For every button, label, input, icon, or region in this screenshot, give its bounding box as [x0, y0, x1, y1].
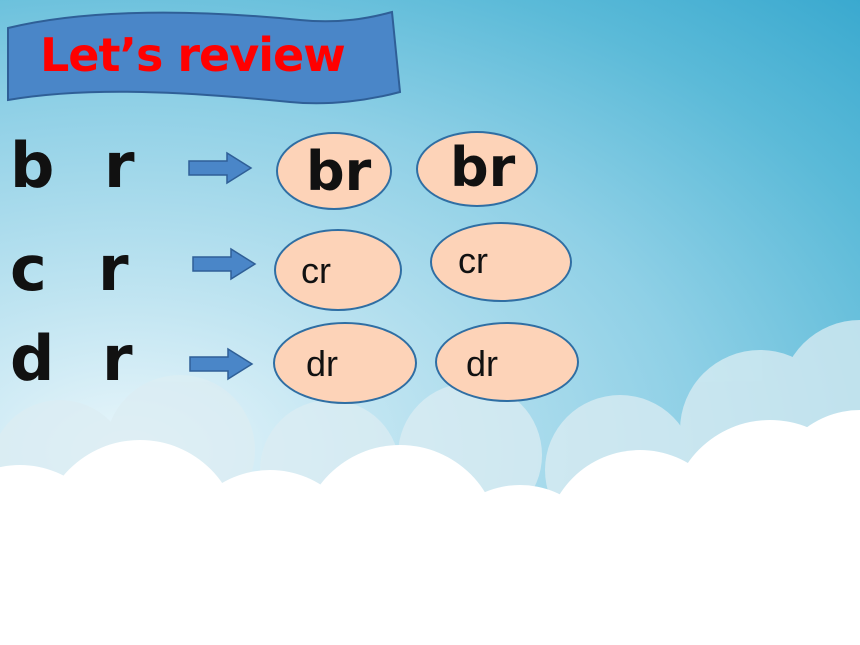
row1-consonant-2: r: [104, 129, 135, 202]
row3-consonant-2: r: [102, 322, 133, 395]
row3-blend-oval-1: [273, 322, 417, 404]
row2-blend-2: cr: [458, 240, 488, 281]
row2-consonant-1: c: [10, 232, 47, 305]
row1-blend-2: br: [450, 136, 516, 199]
row2-blend-1: cr: [301, 250, 331, 291]
row2-arrow-icon: [192, 247, 257, 281]
row2-blend-oval-2: [430, 222, 572, 302]
row3-blend-1: dr: [306, 343, 339, 384]
page-title: Let’s review: [40, 28, 346, 82]
row1-consonant-1: b: [10, 129, 55, 202]
row1-blend-oval-1: [276, 132, 392, 210]
row3-blend-oval-2: [435, 322, 579, 402]
row3-consonant-1: d: [10, 322, 55, 395]
row1-blend-1: br: [306, 140, 372, 203]
row3-blend-2: dr: [466, 343, 499, 384]
row3-arrow-icon: [189, 347, 254, 381]
row1-arrow-icon: [188, 151, 253, 185]
row2-blend-oval-1: [274, 229, 402, 311]
title-banner: [7, 10, 402, 105]
row1-blend-oval-2: [416, 131, 538, 207]
row2-consonant-2: r: [98, 232, 129, 305]
